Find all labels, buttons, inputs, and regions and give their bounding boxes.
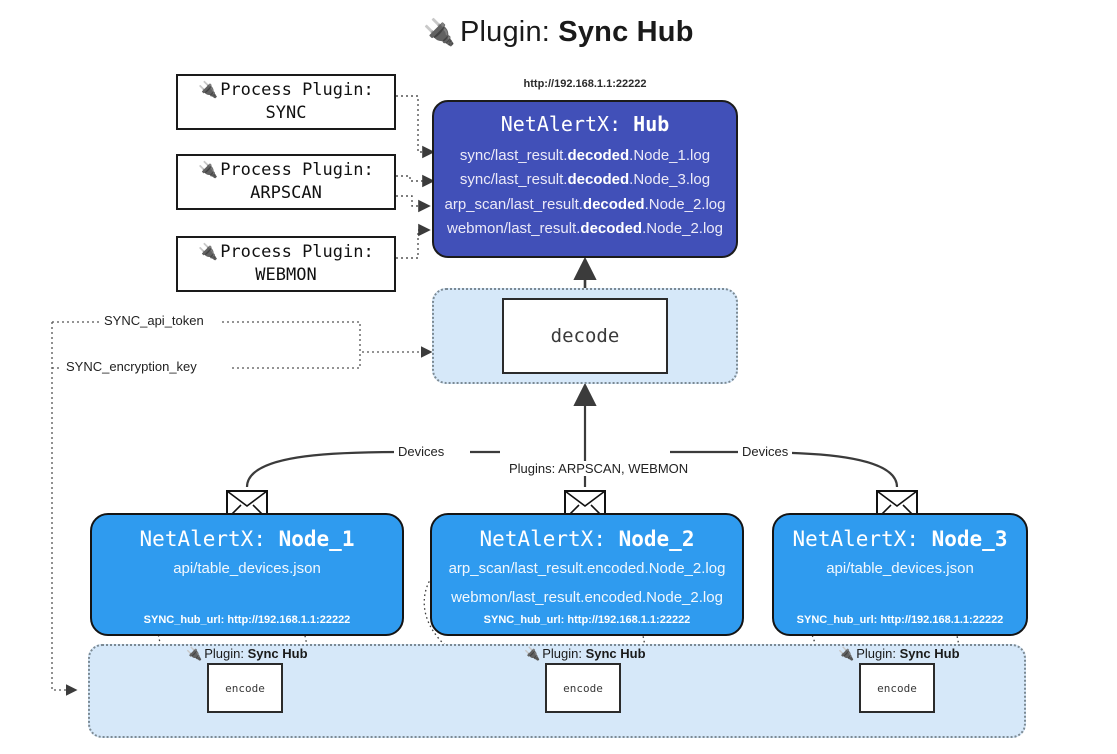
page-title-name: Sync Hub xyxy=(558,16,694,48)
node-box-node-3[interactable]: NetAlertX: Node_3 api/table_devices.json… xyxy=(772,513,1028,636)
encode-label: encode xyxy=(225,681,265,695)
page-title-prefix: Plugin: xyxy=(459,16,559,48)
encode-box-node-3[interactable]: encode xyxy=(859,663,935,713)
process-plugin-line1: 🔌Process Plugin: xyxy=(198,242,374,263)
plug-icon: 🔌 xyxy=(186,646,203,661)
setting-label-encryption-key: SYNC_encryption_key xyxy=(62,359,201,374)
plug-icon: 🔌 xyxy=(198,160,219,180)
plug-icon: 🔌 xyxy=(198,80,219,100)
node-footer: SYNC_hub_url: http://192.168.1.1:22222 xyxy=(483,614,691,626)
hub-log-line: sync/last_result.decoded.Node_1.log xyxy=(459,147,711,164)
node-footer: SYNC_hub_url: http://192.168.1.1:22222 xyxy=(796,614,1004,626)
node-box-node-2[interactable]: NetAlertX: Node_2 arp_scan/last_result.e… xyxy=(430,513,744,636)
process-plugin-line1: 🔌Process Plugin: xyxy=(198,80,374,101)
node-footer: SYNC_hub_url: http://192.168.1.1:22222 xyxy=(143,614,351,626)
node-title: NetAlertX: Node_2 xyxy=(479,527,695,551)
encode-box-node-1[interactable]: encode xyxy=(207,663,283,713)
edge-label-plugins-center: Plugins: ARPSCAN, WEBMON xyxy=(505,461,693,476)
hub-log-line: sync/last_result.decoded.Node_3.log xyxy=(459,171,711,189)
edge-label-devices-right: Devices xyxy=(738,444,793,459)
encoder-plugin-label: 🔌Plugin: Sync Hub xyxy=(838,646,960,661)
node-log-line: arp_scan/last_result.encoded.Node_2.log xyxy=(448,560,726,577)
encoder-plugin-label: 🔌Plugin: Sync Hub xyxy=(186,646,308,661)
plug-icon: 🔌 xyxy=(524,646,541,661)
setting-label-api-token: SYNC_api_token xyxy=(100,313,208,328)
node-box-node-1[interactable]: NetAlertX: Node_1 api/table_devices.json… xyxy=(90,513,404,636)
process-plugin-box-arpscan[interactable]: 🔌Process Plugin: ARPSCAN xyxy=(176,154,396,210)
page-title: 🔌Plugin: Sync Hub xyxy=(0,16,1117,49)
process-plugin-box-sync[interactable]: 🔌Process Plugin: SYNC xyxy=(176,74,396,130)
hub-log-line: arp_scan/last_result.decoded.Node_2.log xyxy=(444,195,726,213)
encode-box-node-2[interactable]: encode xyxy=(545,663,621,713)
process-plugin-line1: 🔌Process Plugin: xyxy=(198,160,374,181)
process-plugin-line2: WEBMON xyxy=(255,265,317,285)
hub-title: NetAlertX: Hub xyxy=(500,112,670,136)
process-plugin-line2: ARPSCAN xyxy=(250,183,322,203)
plug-icon: 🔌 xyxy=(423,17,456,47)
encode-label: encode xyxy=(563,681,603,695)
encoder-plugin-label: 🔌Plugin: Sync Hub xyxy=(524,646,646,661)
decode-box[interactable]: decode xyxy=(502,298,668,374)
process-plugin-line2: SYNC xyxy=(265,103,307,123)
decode-label: decode xyxy=(550,325,620,347)
node-log-line: api/table_devices.json xyxy=(826,560,974,577)
plug-icon: 🔌 xyxy=(198,242,219,262)
process-plugin-box-webmon[interactable]: 🔌Process Plugin: WEBMON xyxy=(176,236,396,292)
encode-label: encode xyxy=(877,681,917,695)
hub-log-line: webmon/last_result.decoded.Node_2.log xyxy=(447,219,723,237)
node-title: NetAlertX: Node_3 xyxy=(792,527,1008,551)
node-title: NetAlertX: Node_1 xyxy=(139,527,355,551)
node-log-line: webmon/last_result.encoded.Node_2.log xyxy=(451,588,723,606)
hub-url-label: http://192.168.1.1:22222 xyxy=(523,78,647,90)
plug-icon: 🔌 xyxy=(838,646,855,661)
hub-box[interactable]: NetAlertX: Hub sync/last_result.decoded.… xyxy=(432,100,738,258)
node-log-line: api/table_devices.json xyxy=(173,560,321,577)
edge-label-devices-left: Devices xyxy=(394,444,449,459)
